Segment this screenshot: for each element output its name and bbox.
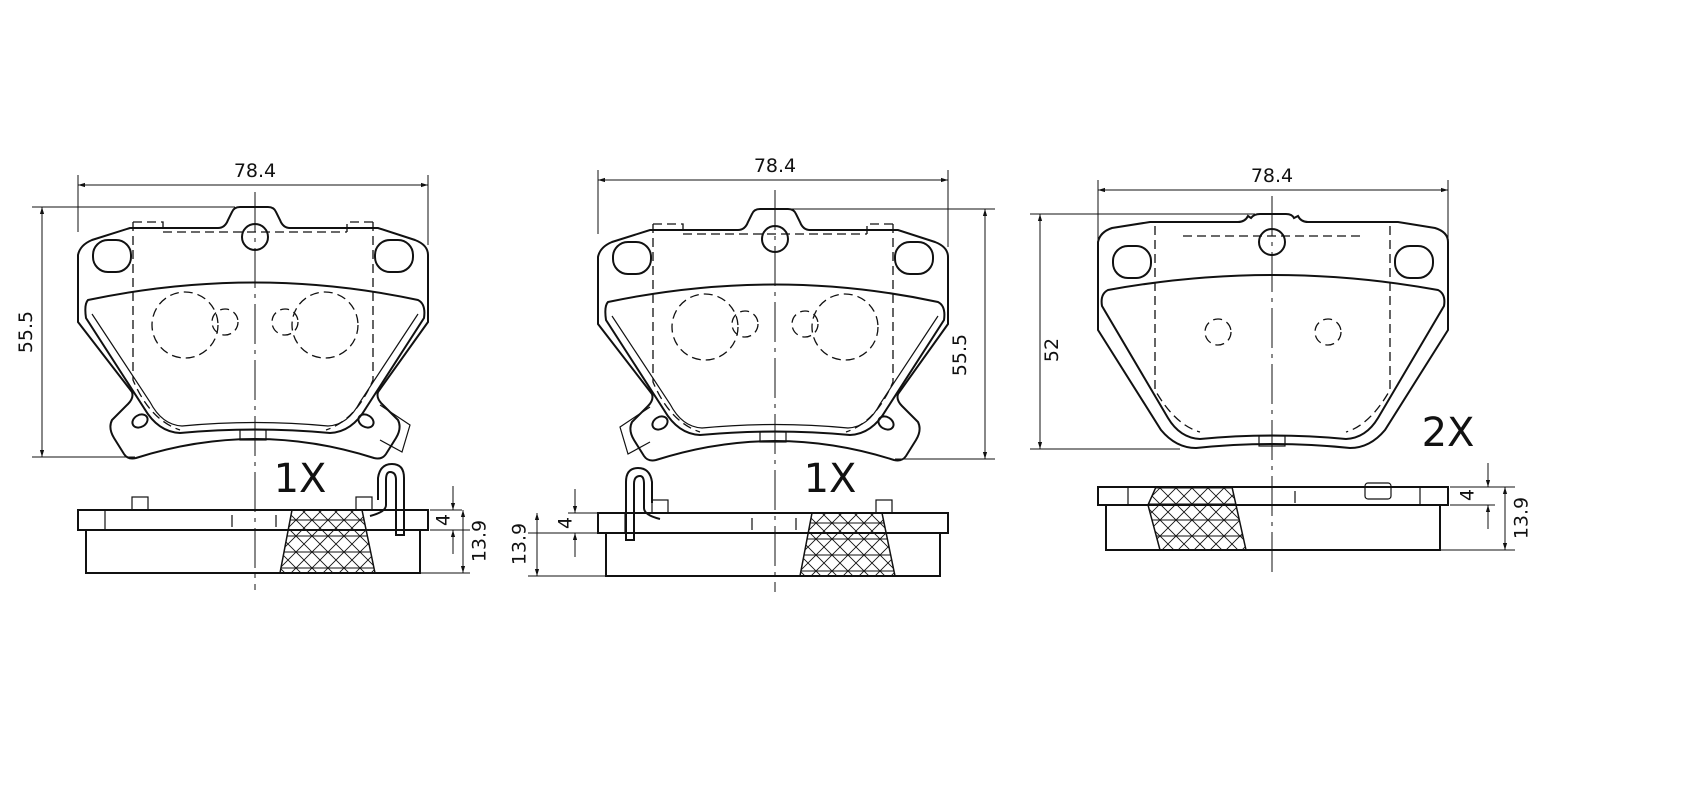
quantity-label: 1X	[274, 456, 327, 502]
pad-3: 78.4 52 2X 4 13.9	[1030, 165, 1533, 575]
width-label: 78.4	[234, 160, 276, 182]
pad-3-side-view	[1097, 482, 1449, 551]
height-label: 55.5	[949, 334, 971, 376]
wear-indicator-spring	[625, 466, 661, 541]
width-label: 78.4	[754, 155, 796, 177]
wear-indicator-clip	[379, 404, 411, 453]
shim-thickness-label: 4	[1457, 489, 1479, 501]
height-label: 55.5	[15, 311, 37, 353]
wear-indicator-clip	[619, 406, 651, 455]
shim-thickness-label: 4	[433, 514, 455, 526]
pad-1-front-view	[77, 206, 429, 460]
quantity-label: 2X	[1422, 410, 1475, 456]
quantity-label: 1X	[804, 456, 857, 502]
shim-thickness-label: 4	[555, 517, 577, 529]
pad-1-side-view	[77, 496, 429, 574]
pad-3-front-view	[1097, 213, 1449, 450]
pad-1: 78.4 55.5 1X 4 13.9	[15, 160, 491, 590]
thickness-label: 13.9	[509, 523, 531, 565]
width-label: 78.4	[1251, 165, 1293, 187]
pad-2: 78.4 55.5 1X 4 13.9	[509, 155, 995, 592]
thickness-label: 13.9	[469, 520, 491, 562]
pad-2-side-view	[597, 499, 949, 577]
wear-indicator-spring	[369, 462, 405, 536]
height-label: 52	[1041, 338, 1063, 362]
pad-2-front-view	[597, 208, 949, 462]
thickness-label: 13.9	[1511, 497, 1533, 539]
